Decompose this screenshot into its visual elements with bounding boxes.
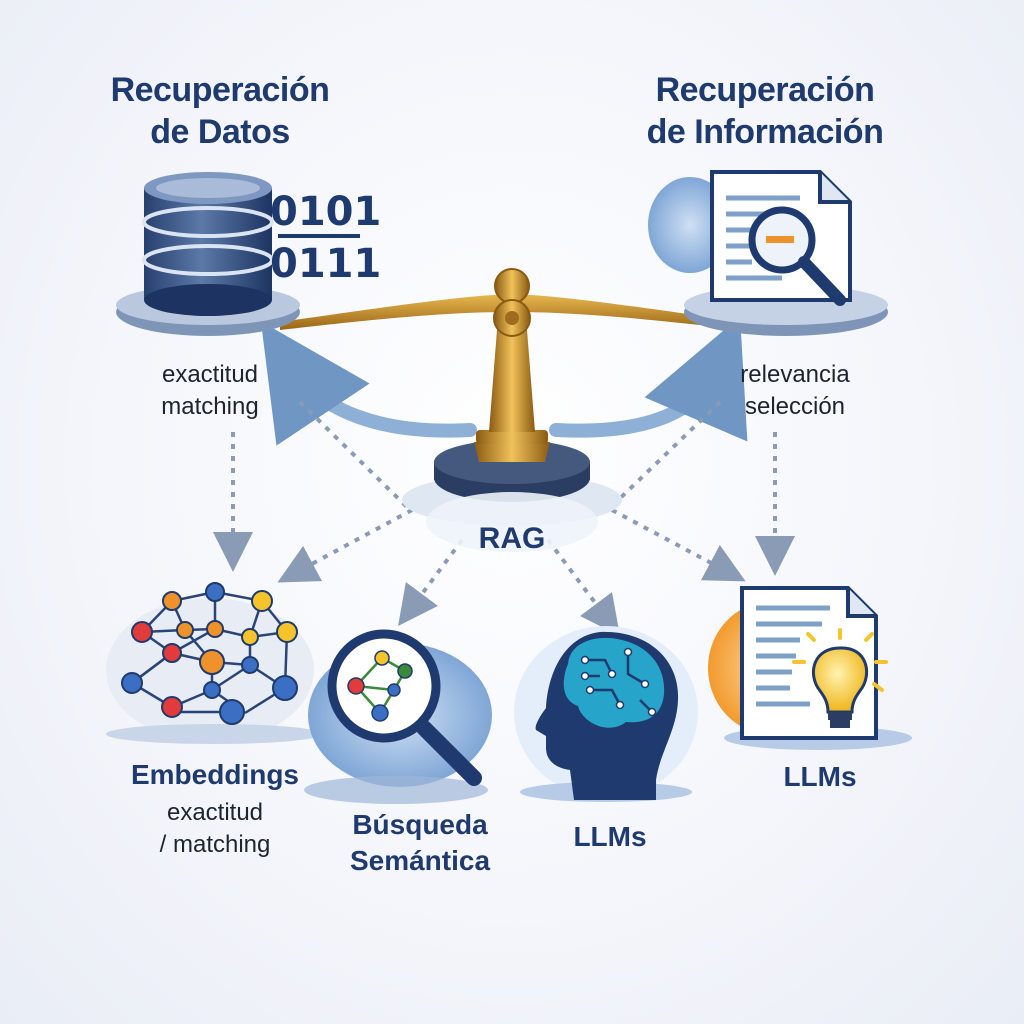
llm-doc-label: LLMs [783,761,857,792]
left-sub-line2: matching [161,393,259,420]
llm-brain-label: LLMs [573,821,647,852]
right-title-line2: de Información [646,113,884,151]
document-search-icon [648,170,888,336]
binary-bottom: 0111 [270,241,382,287]
embeddings-label: Embeddings [130,759,299,790]
embeddings-sub-line2: / matching [159,831,271,858]
left-sub-line1: exactitud [161,361,259,388]
curved-arrows [260,316,748,446]
right-sub-line1: relevancia [740,361,850,388]
database-icon [116,172,300,336]
brain-head-icon [514,626,698,802]
left-title-line1: Recuperación [110,71,330,109]
left-title-line2: de Datos [150,113,290,151]
document-lightbulb-icon [708,586,912,750]
rag-label: RAG [478,522,546,555]
right-title-line1: Recuperación [655,71,875,109]
network-graph-icon [106,582,322,744]
rag-glow [426,492,598,552]
binary-top: 0101 [270,189,382,235]
semantic-label-line2: Semántica [349,845,491,876]
dotted-arrows [213,400,795,636]
right-sub-line2: selección [744,393,846,420]
semantic-label-line1: Búsqueda [352,809,488,840]
embeddings-sub-line1: exactitud [166,799,264,826]
balance-scale-icon [280,268,744,526]
magnifier-graph-icon [304,629,492,804]
